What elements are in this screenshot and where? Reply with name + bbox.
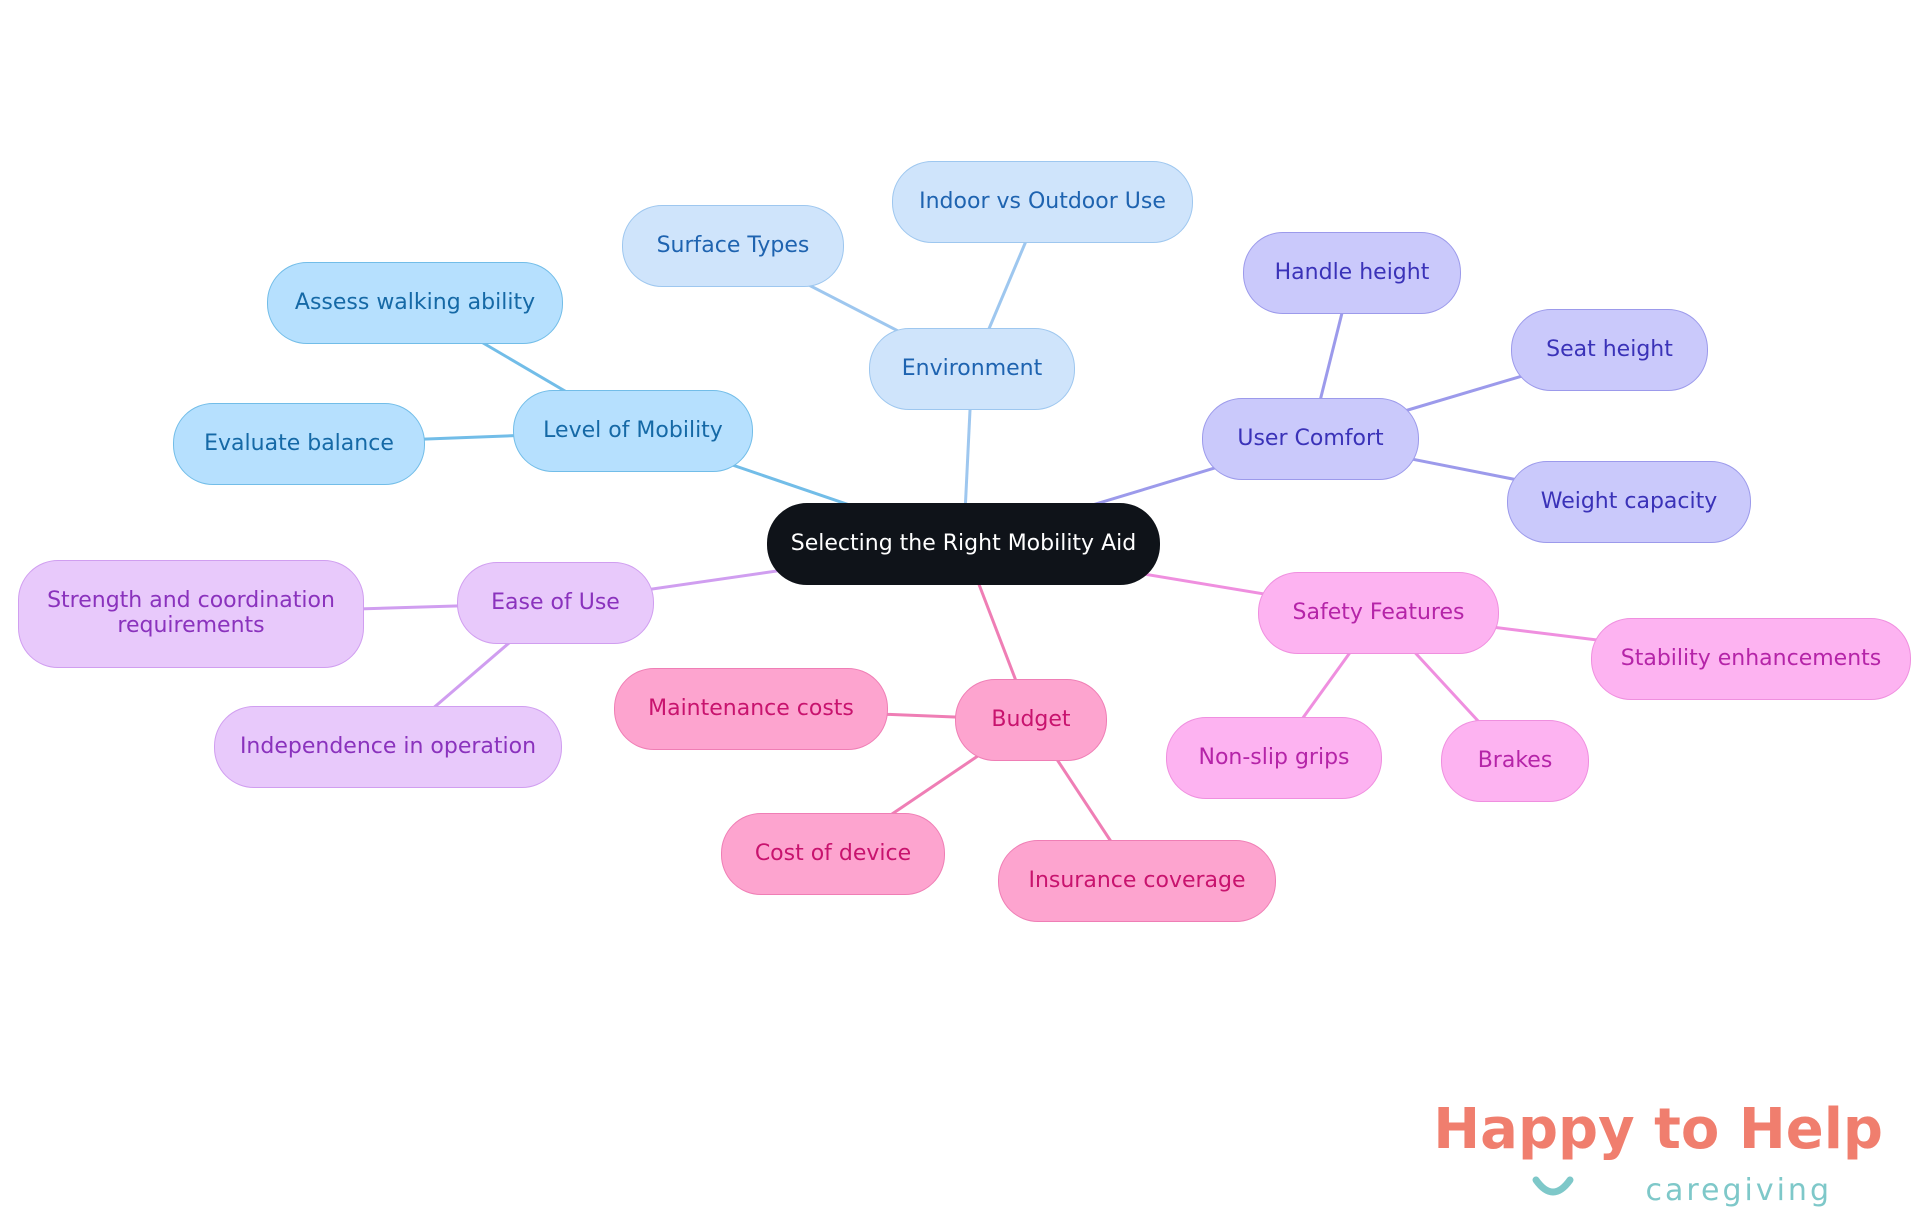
branch-user-comfort: User Comfort [1202, 398, 1419, 480]
branch-environment: Environment [869, 328, 1075, 410]
branch-budget: Budget [955, 679, 1107, 761]
logo-tagline: caregiving [1645, 1173, 1832, 1208]
logo-graphic: Happy to Help caregiving [1433, 1097, 1883, 1208]
branch-safety-features: Safety Features [1258, 572, 1499, 654]
leaf-non-slip-grips: Non-slip grips [1166, 717, 1382, 799]
leaf-maintenance-costs: Maintenance costs [614, 668, 888, 750]
leaf-cost-of-device: Cost of device [721, 813, 945, 895]
leaf-brakes: Brakes [1441, 720, 1589, 802]
leaf-seat-height: Seat height [1511, 309, 1708, 391]
leaf-handle-height: Handle height [1243, 232, 1461, 314]
leaf-evaluate-balance: Evaluate balance [173, 403, 425, 485]
leaf-strength-and-coordination-requirements: Strength and coordination requirements [18, 560, 364, 668]
leaf-indoor-vs-outdoor-use: Indoor vs Outdoor Use [892, 161, 1193, 243]
logo-brand: Happy to Help [1433, 1100, 1883, 1162]
smile-icon [1532, 1176, 1574, 1196]
leaf-stability-enhancements: Stability enhancements [1591, 618, 1911, 700]
leaf-surface-types: Surface Types [622, 205, 844, 287]
branch-level-of-mobility: Level of Mobility [513, 390, 753, 472]
leaf-assess-walking-ability: Assess walking ability [267, 262, 563, 344]
branch-ease-of-use: Ease of Use [457, 562, 654, 644]
leaf-independence-in-operation: Independence in operation [214, 706, 562, 788]
leaf-weight-capacity: Weight capacity [1507, 461, 1751, 543]
root-node: Selecting the Right Mobility Aid [767, 503, 1160, 585]
happy-to-help-logo: Happy to Help caregiving [1420, 1097, 1900, 1210]
leaf-insurance-coverage: Insurance coverage [998, 840, 1276, 922]
